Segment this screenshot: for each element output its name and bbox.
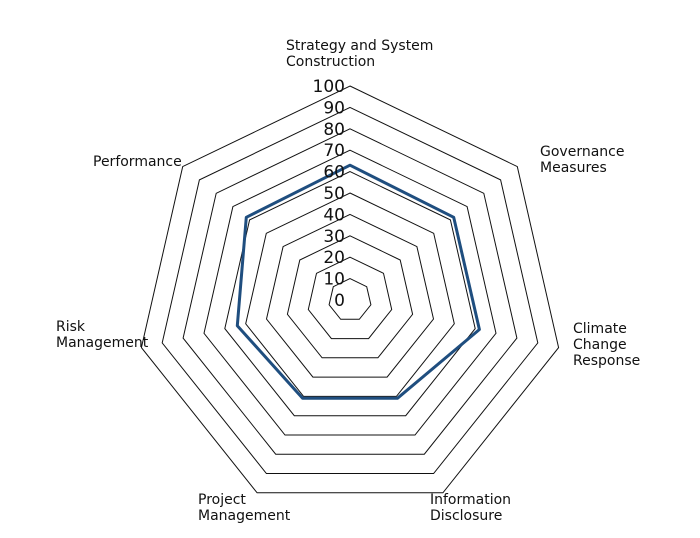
grid-ring-20 <box>307 256 393 340</box>
axis-label-3-line-1: Disclosure <box>430 508 502 524</box>
grid-ring-30 <box>286 235 414 359</box>
tick-label-10: 10 <box>323 270 345 290</box>
series-layer <box>235 163 481 400</box>
tick-label-0: 0 <box>334 291 345 311</box>
axis-label-5-line-0: Risk <box>56 319 86 335</box>
axis-label-6: Performance <box>93 154 182 170</box>
tick-label-40: 40 <box>323 205 345 225</box>
tick-label-50: 50 <box>323 184 345 204</box>
axis-label-4-line-0: Project <box>198 492 246 508</box>
axis-label-6-line-0: Performance <box>93 154 182 170</box>
axis-label-0-line-0: Strategy and System <box>286 38 433 54</box>
tick-label-60: 60 <box>323 163 345 183</box>
grid-ring-70 <box>203 149 497 436</box>
axis-label-0-line-1: Construction <box>286 54 375 70</box>
axis-label-1-line-1: Measures <box>540 160 607 176</box>
tick-label-20: 20 <box>323 248 345 268</box>
axis-label-2-line-0: Climate <box>573 321 627 337</box>
axis-label-2-line-1: Change <box>573 337 627 353</box>
axis-label-5-line-1: Management <box>56 335 149 351</box>
grid-layer <box>140 85 560 494</box>
grid-ring-90 <box>161 106 539 474</box>
axis-label-3-line-0: Information <box>430 492 511 508</box>
axis-label-4-line-1: Management <box>198 508 291 524</box>
axis-label-1-line-0: Governance <box>540 144 624 160</box>
grid-ring-80 <box>182 128 518 455</box>
tick-label-70: 70 <box>323 141 345 161</box>
grid-ring-40 <box>265 213 435 378</box>
tick-label-90: 90 <box>323 98 345 118</box>
grid-ring-10 <box>328 278 372 320</box>
grid-ring-50 <box>245 192 455 397</box>
axis-label-2-line-2: Response <box>573 353 640 369</box>
grid-ring-100 <box>140 85 560 494</box>
tick-label-30: 30 <box>323 227 345 247</box>
tick-label-80: 80 <box>323 120 345 140</box>
tick-label-100: 100 <box>313 77 345 97</box>
series-line-0 <box>235 163 481 400</box>
